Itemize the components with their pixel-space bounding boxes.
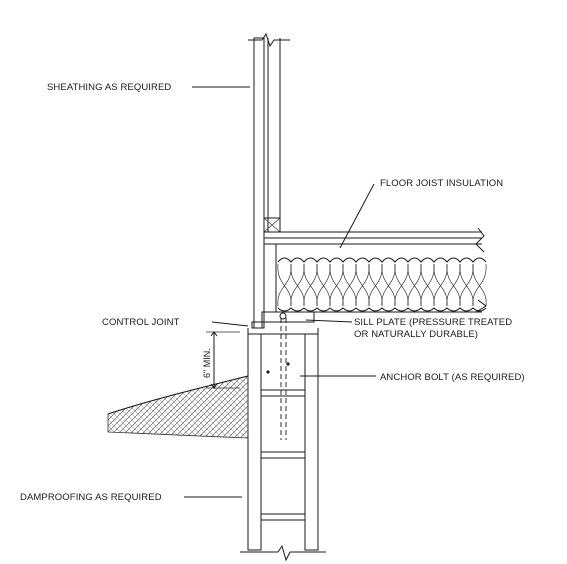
insulation-loop xyxy=(277,263,292,307)
insulation-loop xyxy=(342,263,357,307)
insulation-loop xyxy=(329,263,344,307)
insulation-loop xyxy=(277,263,292,307)
insulation-loop xyxy=(342,263,357,307)
label-sill-plate-line2: OR NATURALLY DURABLE) xyxy=(354,329,478,340)
insulation-loop xyxy=(303,263,318,307)
insulation-loop xyxy=(459,263,474,307)
insulation-loop xyxy=(394,263,409,307)
insulation-loop xyxy=(446,263,461,307)
insulation-loop xyxy=(303,263,318,307)
insulation-loop xyxy=(433,263,448,307)
insulation-edge xyxy=(277,307,487,312)
label-floor-joist-insulation: FLOOR JOIST INSULATION xyxy=(380,178,503,189)
insulation-loop xyxy=(316,263,331,307)
insulation-loop xyxy=(316,263,331,307)
insulation-loop xyxy=(420,263,435,307)
dimension-6in-min: 6" MIN. xyxy=(202,331,240,389)
label-sill-plate-line1: SILL PLATE (PRESSURE TREATED xyxy=(354,317,512,328)
sill-plate xyxy=(251,311,315,329)
foundation-block-wall xyxy=(240,328,326,562)
insulation-loop xyxy=(472,263,487,307)
label-anchor-bolt: ANCHOR BOLT (AS REQUIRED) xyxy=(380,372,525,383)
floor-assembly xyxy=(263,227,487,313)
label-damproofing: DAMPROOFING AS REQUIRED xyxy=(20,492,162,503)
dimension-label: 6" MIN. xyxy=(202,348,212,378)
insulation-loop xyxy=(290,263,305,307)
insulation-loop xyxy=(394,263,409,307)
leader-lines xyxy=(184,86,376,498)
insulation-loop xyxy=(329,263,344,307)
insulation-loop xyxy=(472,263,487,307)
insulation-loop xyxy=(446,263,461,307)
insulation-loop xyxy=(459,263,474,307)
insulation-loop xyxy=(420,263,435,307)
finished-grade-soil xyxy=(107,375,249,439)
exterior-wall-framing xyxy=(248,32,290,329)
label-control-joint: CONTROL JOINT xyxy=(102,317,180,328)
insulation-edge xyxy=(277,257,487,263)
insulation-loop xyxy=(290,263,305,307)
insulation-loop xyxy=(407,263,422,307)
label-sheathing: SHEATHING AS REQUIRED xyxy=(47,82,171,93)
insulation-loop xyxy=(407,263,422,307)
anchor-bolt xyxy=(266,312,290,440)
floor-joist-insulation xyxy=(277,257,487,312)
insulation-loop xyxy=(355,263,370,307)
insulation-loop xyxy=(381,263,396,307)
insulation-loop xyxy=(355,263,370,307)
insulation-loop xyxy=(368,263,383,307)
insulation-loop xyxy=(433,263,448,307)
insulation-loop xyxy=(368,263,383,307)
insulation-loop xyxy=(381,263,396,307)
